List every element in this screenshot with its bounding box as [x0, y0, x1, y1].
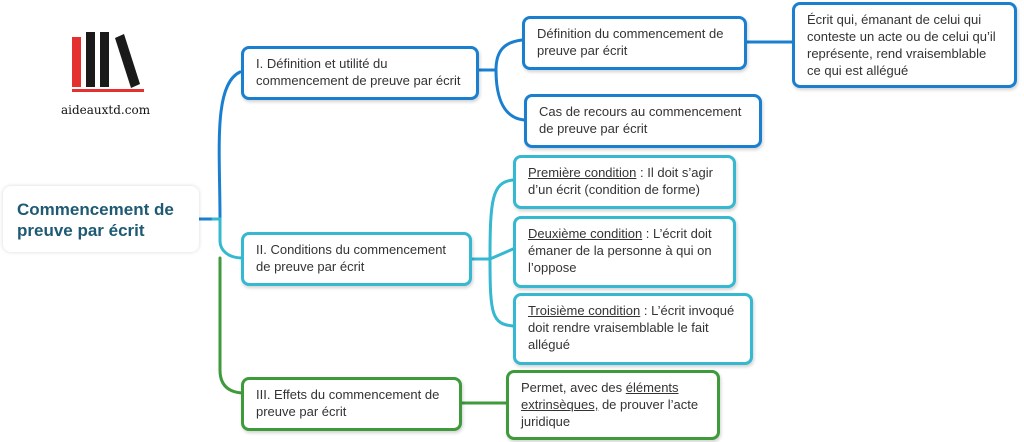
section-node-1: I. Définition et utilité du commencement…: [241, 46, 479, 100]
recours-node: Cas de recours au commencement de preuve…: [524, 94, 762, 148]
condition-node-1: Première condition : Il doit s’agir d’un…: [513, 155, 736, 209]
connector-root-section-1: [217, 70, 242, 221]
definition-label: Définition du commencement de preuve par…: [537, 26, 724, 58]
definition-detail-text: Écrit qui, émanant de celui qui conteste…: [807, 12, 996, 78]
condition-text-3: : L’écrit invoqué doit rendre vraisembla…: [528, 303, 735, 352]
condition-node-2: Deuxième condition : L’écrit doit émaner…: [513, 216, 736, 288]
connector-s2-cond-1: [470, 178, 515, 261]
effect-suffix: de prouver l’acte juridique: [521, 397, 699, 429]
section-label-3: III. Effets du commencement de preuve pa…: [256, 387, 440, 419]
root-label: Commencement de preuve par écrit: [17, 200, 174, 240]
connector-s2-cond-2: [488, 247, 515, 261]
connector-s1-recours: [494, 68, 526, 122]
condition-title-3: Troisième condition: [528, 303, 641, 318]
connector-s2-cond-3: [488, 257, 515, 328]
condition-text-2: : L’écrit doit émaner de la personne à q…: [528, 226, 712, 275]
definition-detail-node: Écrit qui, émanant de celui qui conteste…: [792, 2, 1017, 88]
section-label-1: I. Définition et utilité du commencement…: [256, 56, 461, 88]
condition-text-1: : Il doit s’agir d’un écrit (condition d…: [528, 165, 713, 197]
condition-title-2: Deuxième condition: [528, 226, 643, 241]
effect-prefix: Permet, avec des: [521, 380, 626, 395]
section-node-3: III. Effets du commencement de preuve pa…: [241, 377, 462, 431]
definition-node: Définition du commencement de preuve par…: [522, 16, 747, 70]
logo-text: aideauxtd.com: [61, 103, 151, 117]
root-node: Commencement de preuve par écrit: [3, 186, 199, 252]
connector-root-section-2: [211, 217, 244, 260]
effect-node: Permet, avec des éléments extrinsèques, …: [506, 370, 720, 440]
section-node-2: II. Conditions du commencement de preuve…: [241, 232, 472, 286]
connector-root-section-3: [218, 256, 244, 395]
section-label-2: II. Conditions du commencement de preuve…: [256, 242, 447, 274]
condition-title-1: Première condition: [528, 165, 637, 180]
effect-link: éléments extrinsèques,: [521, 380, 679, 412]
recours-label: Cas de recours au commencement de preuve…: [539, 104, 742, 136]
condition-node-3: Troisième condition : L’écrit invoqué do…: [513, 293, 753, 365]
connector-s1-definition: [477, 38, 524, 72]
books-logo-icon: [60, 30, 160, 122]
